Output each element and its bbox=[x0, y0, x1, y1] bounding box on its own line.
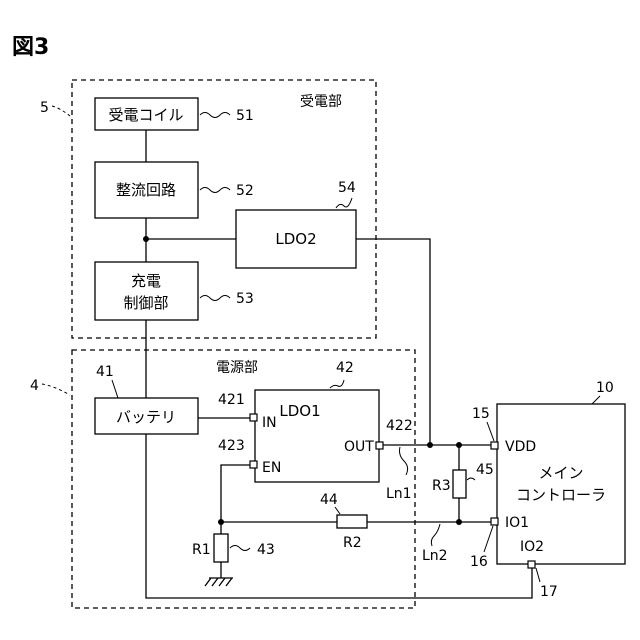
charge-ctrl-leader bbox=[200, 296, 230, 301]
ldo2-ref: 54 bbox=[338, 180, 356, 196]
vdd-leader bbox=[487, 422, 494, 441]
io2-ref: 17 bbox=[540, 584, 558, 600]
vdd-ref: 15 bbox=[472, 406, 490, 422]
coil-leader bbox=[200, 113, 230, 118]
rectifier-leader bbox=[200, 188, 230, 193]
r2-label: R2 bbox=[343, 535, 362, 551]
power-ref: 4 bbox=[30, 378, 39, 394]
receiver-title: 受電部 bbox=[300, 94, 342, 110]
power-boundary bbox=[72, 350, 415, 608]
junction-dot bbox=[456, 519, 462, 525]
battery-ref: 41 bbox=[96, 364, 114, 380]
controller-block bbox=[497, 404, 625, 564]
r3-label: R3 bbox=[432, 478, 451, 494]
pin-in-terminal bbox=[250, 414, 257, 421]
figure-title: 図3 bbox=[12, 35, 49, 60]
receiver-ref: 5 bbox=[40, 100, 49, 116]
pin-out-terminal bbox=[376, 442, 383, 449]
io2-terminal bbox=[528, 561, 535, 568]
junction-dot bbox=[218, 519, 224, 525]
charge-ctrl-line2: 制御部 bbox=[123, 294, 168, 312]
pin-out-ref: 422 bbox=[386, 418, 413, 434]
io1-leader bbox=[484, 526, 493, 552]
r3-ref: 45 bbox=[476, 462, 494, 478]
coil-ref: 51 bbox=[236, 108, 254, 124]
ldo2-label: LDO2 bbox=[275, 230, 316, 248]
battery-leader bbox=[112, 380, 118, 398]
io2-label: IO2 bbox=[520, 539, 544, 555]
rectifier-ref: 52 bbox=[236, 183, 254, 199]
power-title: 電源部 bbox=[216, 360, 258, 376]
pin-in-label: IN bbox=[262, 415, 277, 431]
ldo1-label: LDO1 bbox=[279, 402, 320, 420]
r3-leader bbox=[467, 478, 475, 480]
pin-out-label: OUT bbox=[344, 439, 374, 455]
controller-leader bbox=[592, 396, 600, 404]
r3-resistor bbox=[453, 470, 466, 498]
io1-ref: 16 bbox=[470, 554, 488, 570]
r1-leader bbox=[230, 546, 250, 551]
pin-en-terminal bbox=[250, 461, 257, 468]
r1-resistor bbox=[214, 534, 228, 562]
r2-resistor bbox=[337, 515, 367, 528]
pin-en-label: EN bbox=[262, 460, 281, 476]
pin-in-ref: 421 bbox=[218, 392, 245, 408]
power-wires bbox=[146, 418, 532, 598]
ldo1-leader bbox=[330, 380, 344, 388]
ground-icon bbox=[205, 562, 233, 586]
charge-ctrl-line1: 充電 bbox=[131, 272, 161, 290]
charge-ctrl-ref: 53 bbox=[236, 291, 254, 307]
io1-label: IO1 bbox=[505, 515, 529, 531]
pin-en-ref: 423 bbox=[218, 438, 245, 454]
junction-dot bbox=[427, 442, 433, 448]
vdd-terminal bbox=[491, 442, 498, 449]
power-leader bbox=[42, 384, 70, 395]
ln2-leader bbox=[431, 524, 440, 546]
battery-label: バッテリ bbox=[116, 408, 176, 426]
controller-line1: メイン bbox=[538, 464, 583, 482]
r2-ref: 44 bbox=[320, 492, 338, 508]
r2-leader bbox=[335, 507, 340, 514]
ln1-label: Ln1 bbox=[386, 486, 412, 502]
r1-label: R1 bbox=[192, 542, 211, 558]
rectifier-label: 整流回路 bbox=[116, 181, 176, 199]
r1-ref: 43 bbox=[257, 542, 275, 558]
vdd-label: VDD bbox=[505, 439, 536, 455]
controller-line2: コントローラ bbox=[516, 486, 606, 504]
coil-label: 受電コイル bbox=[108, 106, 183, 124]
controller-ref: 10 bbox=[596, 380, 614, 396]
io1-terminal bbox=[491, 518, 498, 525]
io2-leader bbox=[536, 568, 540, 582]
junction-dot bbox=[143, 236, 149, 242]
ln2-label: Ln2 bbox=[422, 548, 448, 564]
ldo1-ref: 42 bbox=[336, 360, 354, 376]
ldo2-leader bbox=[336, 198, 352, 208]
junction-dot bbox=[456, 442, 462, 448]
receiver-leader bbox=[52, 106, 70, 116]
ln1-leader bbox=[400, 447, 408, 475]
